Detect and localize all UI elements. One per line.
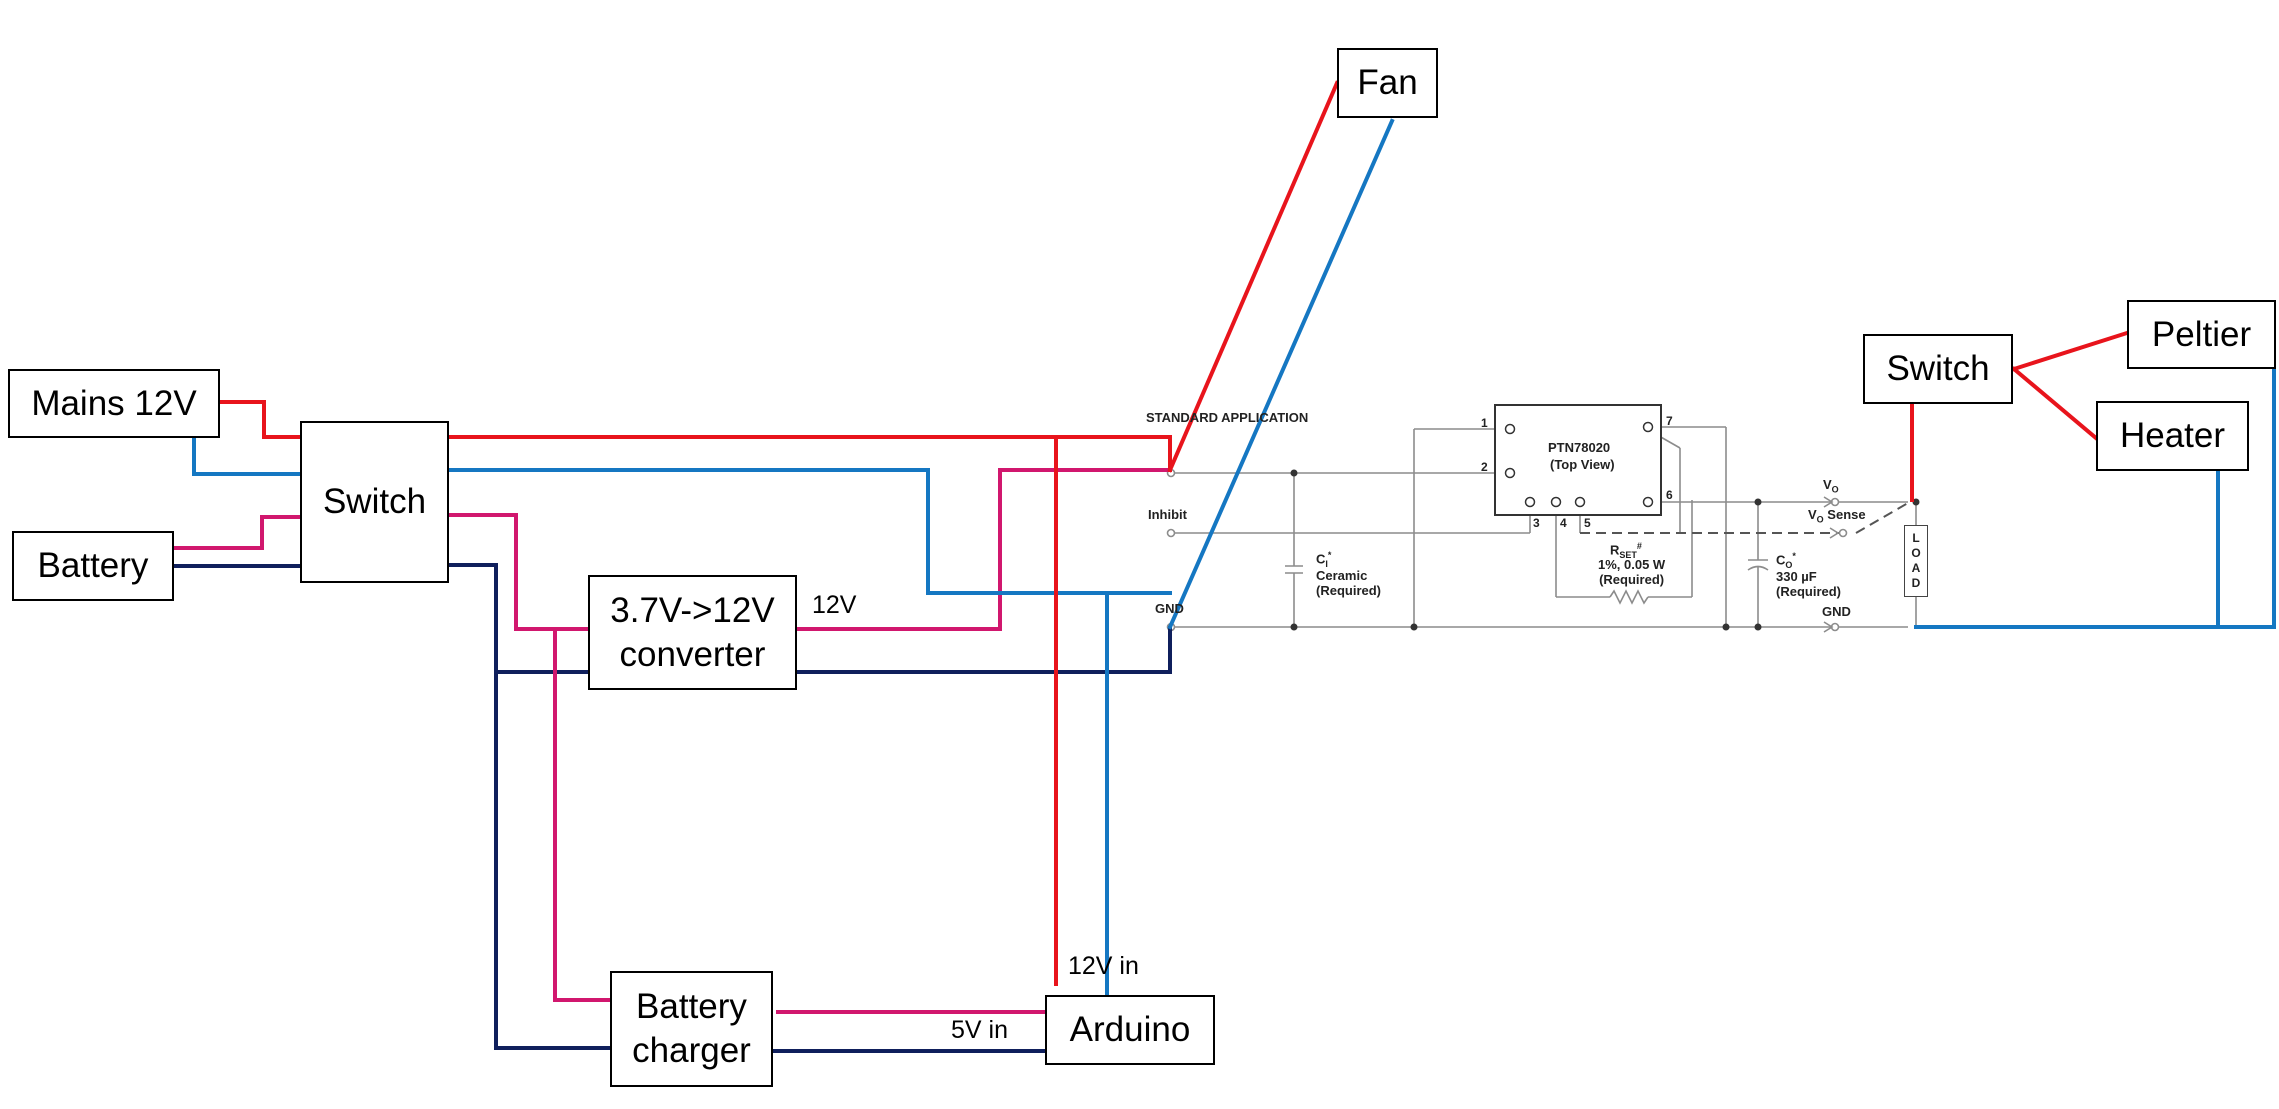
co-lines: 330 µF (Required) [1776, 569, 1841, 599]
label-5v-in: 5V in [951, 1016, 1008, 1044]
main-switch-block: Switch [300, 421, 449, 583]
battery-label: Battery [37, 546, 149, 586]
arduino-block: Arduino [1045, 995, 1215, 1065]
ic-view: (Top View) [1550, 457, 1615, 472]
converter-block: 3.7V->12V converter [588, 575, 797, 690]
label-12v: 12V [812, 591, 857, 619]
battery-charger-block: Battery charger [610, 971, 773, 1087]
main-switch-label: Switch [322, 482, 427, 522]
rset-lines: 1%, 0.05 W (Required) [1598, 557, 1666, 587]
ci-lines: Ceramic (Required) [1316, 568, 1381, 598]
pin-3: 3 [1533, 516, 1540, 530]
heater-block: Heater [2096, 401, 2249, 471]
rset-label: RSET# [1610, 541, 1642, 560]
ic-name: PTN78020 [1548, 440, 1611, 455]
schematic-title: STANDARD APPLICATION [1146, 410, 1309, 425]
gnd-right-label: GND [1822, 604, 1851, 619]
converter-label: 3.7V->12V converter [610, 590, 775, 674]
peltier-label: Peltier [2151, 314, 2252, 354]
red-wires [220, 80, 2130, 986]
battery-charger-label: Battery charger [632, 987, 751, 1070]
mains-12v-block: Mains 12V [8, 369, 220, 438]
regulator-schematic [1166, 421, 1920, 633]
fan-label: Fan [1357, 63, 1418, 103]
co-label: CO* [1776, 551, 1796, 570]
label-12v-in: 12V in [1068, 952, 1139, 980]
right-switch-label: Switch [1886, 349, 1990, 389]
pin-6: 6 [1666, 488, 1673, 502]
load-element: LOAD [1904, 525, 1928, 597]
fan-block: Fan [1337, 48, 1438, 118]
blue-wires [192, 118, 2276, 996]
vo-label: VO [1823, 477, 1839, 495]
mains-12v-label: Mains 12V [31, 383, 197, 423]
ci-label: CI* [1316, 550, 1332, 569]
vo-sense-label: VO Sense [1808, 507, 1866, 525]
arduino-label: Arduino [1069, 1010, 1191, 1050]
pin-1: 1 [1481, 416, 1488, 430]
peltier-block: Peltier [2127, 300, 2276, 369]
right-switch-block: Switch [1863, 334, 2013, 404]
gnd-left-label: GND [1155, 601, 1184, 616]
heater-label: Heater [2119, 416, 2226, 456]
magenta-wires [174, 468, 1172, 1014]
pin-2: 2 [1481, 460, 1488, 474]
pin-5: 5 [1584, 516, 1591, 530]
battery-block: Battery [12, 531, 174, 601]
ic-body [1494, 404, 1662, 516]
pin-4: 4 [1560, 516, 1567, 530]
pin-7: 7 [1666, 414, 1673, 428]
inhibit-label: Inhibit [1148, 507, 1187, 522]
